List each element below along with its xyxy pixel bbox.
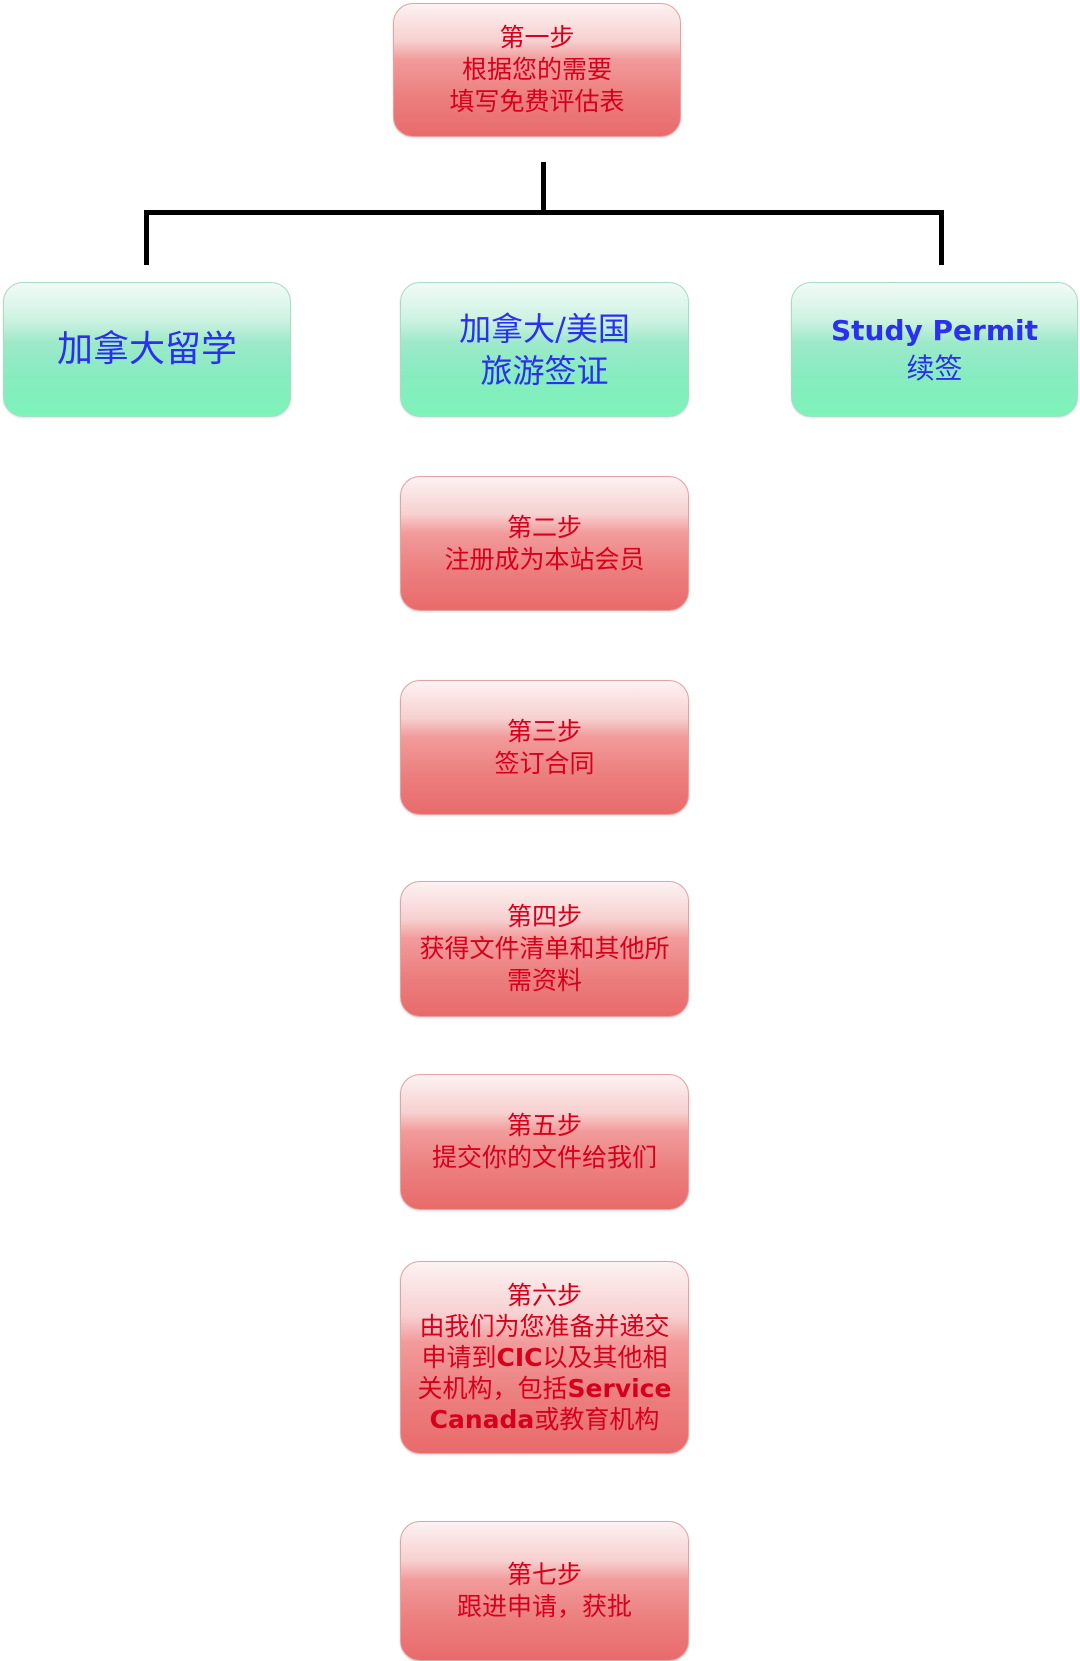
branch-study-abroad-label: 加拿大留学 xyxy=(56,328,237,370)
step-6-line-1: 由我们为您准备并递交 xyxy=(419,1312,670,1341)
step-6-line-4: Canada或教育机构 xyxy=(430,1404,660,1435)
step-6-line-4-b: 或教育机构 xyxy=(534,1405,660,1434)
step-4-title: 第四步 xyxy=(506,902,582,931)
branch-study-permit: Study Permit 续签 xyxy=(791,282,1078,417)
step-6-line-3-b: Service xyxy=(567,1374,672,1403)
branch-travel-visa: 加拿大/美国 旅游签证 xyxy=(400,282,689,417)
step-6-line-4-a: Canada xyxy=(429,1405,535,1434)
branch-study-abroad: 加拿大留学 xyxy=(3,282,291,417)
step-6-box: 第六步 由我们为您准备并递交 申请到CIC以及其他相 关机构，包括Service… xyxy=(400,1261,689,1454)
step-1-line-2: 填写免费评估表 xyxy=(449,87,625,116)
step-4-box: 第四步 获得文件清单和其他所 需资料 xyxy=(400,881,689,1017)
step-4-line-1: 获得文件清单和其他所 xyxy=(419,934,670,963)
connector-horizontal xyxy=(144,210,944,215)
step-6-line-3-a: 关机构，包括 xyxy=(417,1374,568,1403)
step-2-box: 第二步 注册成为本站会员 xyxy=(400,476,689,611)
connector-left-drop xyxy=(144,210,149,265)
branch-travel-visa-line-2: 旅游签证 xyxy=(480,351,609,390)
step-6-title: 第六步 xyxy=(506,1281,582,1310)
step-6-line-2-c: 以及其他相 xyxy=(542,1343,668,1372)
step-6-line-2: 申请到CIC以及其他相 xyxy=(421,1342,667,1373)
step-7-box: 第七步 跟进申请，获批 xyxy=(400,1521,689,1661)
step-5-line-1: 提交你的文件给我们 xyxy=(431,1143,657,1172)
step-3-title: 第三步 xyxy=(506,716,582,746)
step-6-line-2-b: CIC xyxy=(496,1343,543,1372)
step-1-box: 第一步 根据您的需要 填写免费评估表 xyxy=(393,3,681,137)
step-7-line-1: 跟进申请，获批 xyxy=(456,1592,632,1621)
step-4-line-2: 需资料 xyxy=(506,966,582,995)
step-1-line-1: 根据您的需要 xyxy=(461,55,612,84)
step-7-title: 第七步 xyxy=(506,1560,582,1589)
step-1-title: 第一步 xyxy=(499,23,575,52)
step-2-line-1: 注册成为本站会员 xyxy=(444,544,645,574)
step-3-box: 第三步 签订合同 xyxy=(400,680,689,815)
step-5-box: 第五步 提交你的文件给我们 xyxy=(400,1074,689,1210)
branch-travel-visa-line-1: 加拿大/美国 xyxy=(459,309,630,348)
connector-trunk xyxy=(541,162,546,214)
step-5-title: 第五步 xyxy=(506,1111,582,1140)
step-3-line-1: 签订合同 xyxy=(494,748,595,778)
branch-study-permit-line-1: Study Permit xyxy=(830,313,1038,347)
step-6-line-2-a: 申请到 xyxy=(421,1343,497,1372)
branch-study-permit-line-2: 续签 xyxy=(906,351,963,385)
step-2-title: 第二步 xyxy=(506,512,582,542)
step-6-line-3: 关机构，包括Service xyxy=(418,1373,672,1404)
connector-right-drop xyxy=(939,210,944,265)
